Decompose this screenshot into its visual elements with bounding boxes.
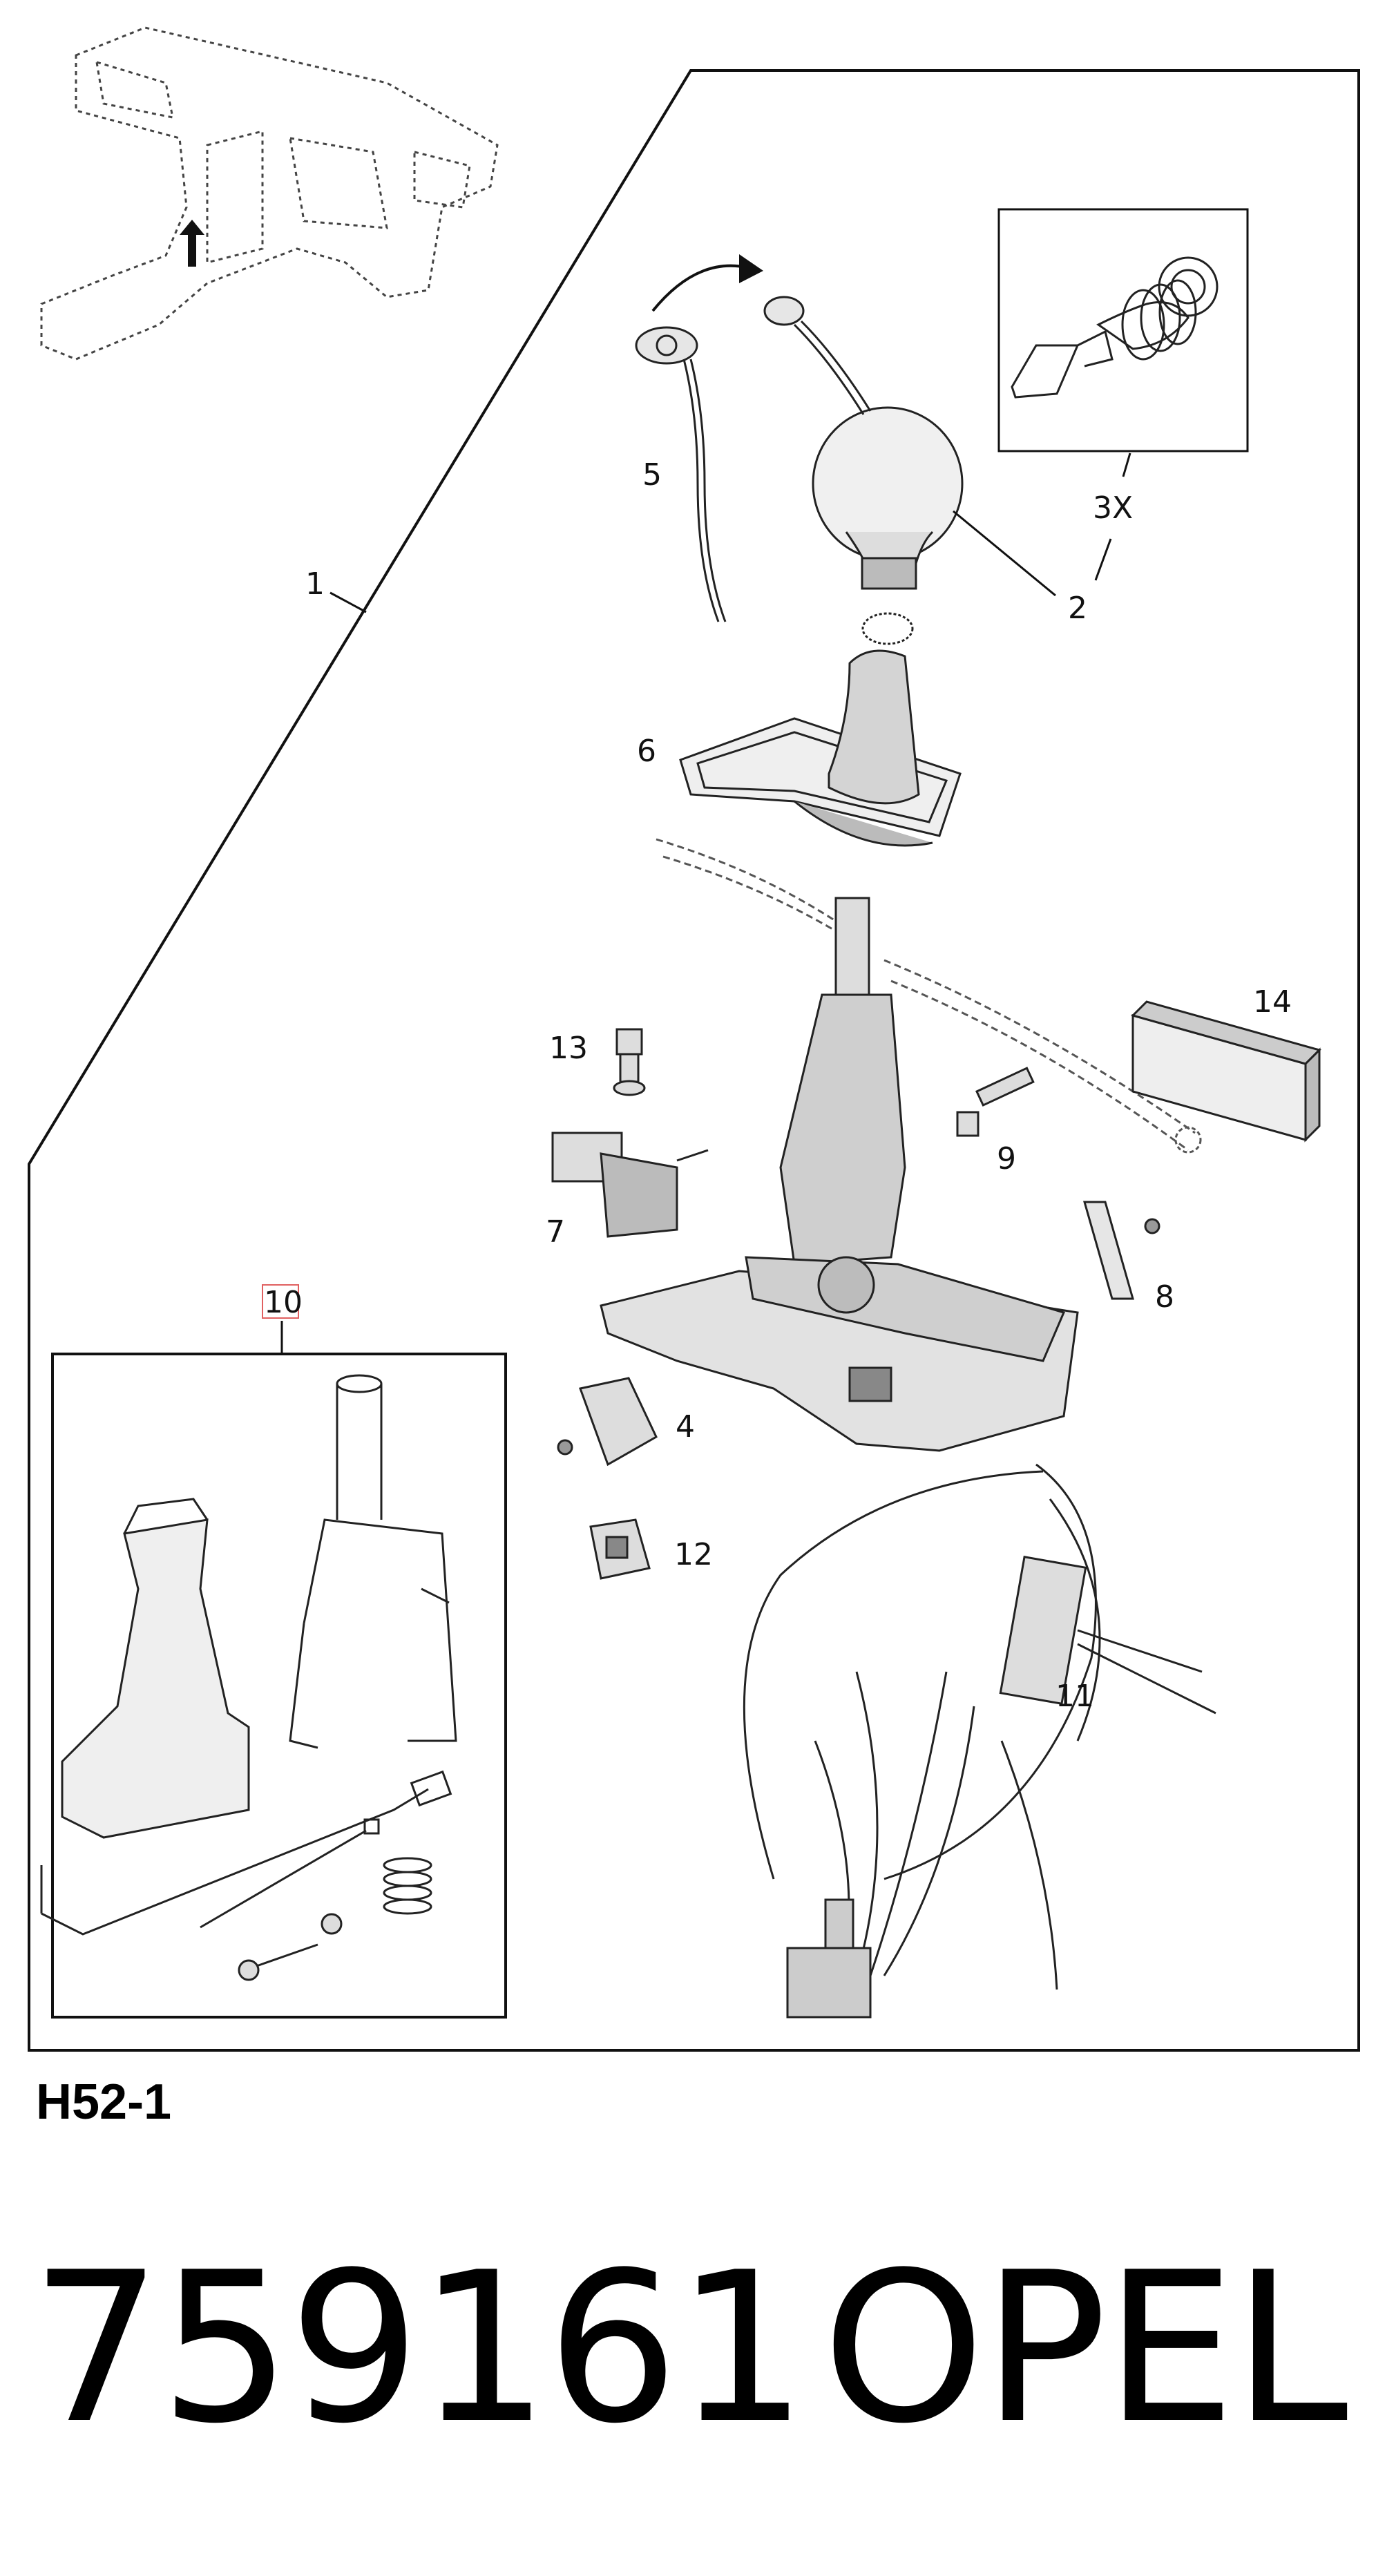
brand-name: OPEL (822, 2228, 1348, 2469)
tool-kit-highlight (262, 1284, 299, 1319)
callout-13: 13 (549, 1031, 588, 1066)
callout-5: 5 (642, 457, 662, 493)
dashboard-location-icon (40, 26, 499, 361)
leader-2 (953, 510, 1056, 597)
leader-3x-to-2 (1094, 538, 1112, 581)
assembly-frame (28, 69, 1360, 2052)
callout-8: 8 (1155, 1279, 1174, 1315)
spring-kit-parts (1011, 256, 1219, 399)
leader-3x (1122, 452, 1131, 477)
shift-lever-housing (600, 897, 1079, 1452)
indicator-panel (1131, 1000, 1321, 1143)
callout-2: 2 (1068, 591, 1087, 626)
callout-3x: 3X (1093, 490, 1133, 526)
callout-9: 9 (997, 1141, 1016, 1176)
switch-with-wire (635, 326, 727, 622)
callout-7: 7 (546, 1214, 565, 1250)
part-number: 759161 (30, 2228, 808, 2469)
bracket-8 (1083, 1201, 1160, 1300)
callout-12: 12 (674, 1537, 713, 1572)
bolt-9 (956, 1067, 1035, 1137)
bolt-13 (613, 1028, 646, 1096)
callout-6: 6 (637, 734, 656, 769)
cable-end (1174, 1126, 1202, 1154)
retaining-ring (861, 612, 914, 645)
shift-cables (656, 838, 1196, 1152)
wiring-harness (743, 1463, 1216, 2019)
switch-4 (557, 1377, 658, 1467)
callout-1: 1 (305, 566, 325, 602)
callout-10: 10 (264, 1285, 303, 1320)
diagram-code: H52-1 (36, 2074, 172, 2130)
rotation-arrow (651, 264, 750, 312)
spring-kit-box (997, 208, 1249, 452)
leader-1 (329, 591, 367, 613)
location-arrow-icon (180, 220, 204, 267)
grommet-12 (589, 1518, 651, 1580)
callout-11: 11 (1055, 1679, 1094, 1714)
callout-4: 4 (676, 1409, 695, 1444)
tool-kit-box (51, 1353, 507, 2019)
callout-14: 14 (1253, 984, 1292, 1020)
solenoid-7 (551, 1132, 709, 1238)
rotation-arrowhead (739, 254, 763, 283)
switch-connector (763, 296, 872, 415)
tool-kit-parts (40, 1374, 457, 1981)
gear-knob (812, 406, 964, 590)
gear-boot (679, 649, 962, 847)
